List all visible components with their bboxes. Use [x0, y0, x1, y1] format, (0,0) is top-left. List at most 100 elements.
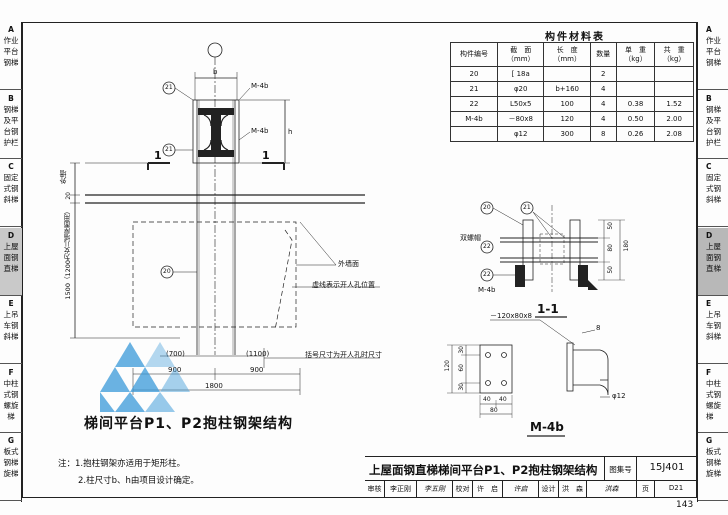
right-index-line: 钢梯: [706, 58, 721, 67]
dashed-note: 虚线表示开人孔位置: [312, 281, 375, 289]
materials-header-cell: 单 重 （kg）: [615, 42, 656, 67]
materials-cell: 0.38: [615, 96, 656, 112]
elevation-dim-b: b: [213, 68, 218, 76]
right-index-line: 上屋: [706, 241, 721, 251]
right-index-letter: C: [706, 162, 712, 171]
materials-cell: [543, 66, 591, 82]
elevation-callout-21b: 21: [165, 146, 173, 153]
section-dim-180: 180: [623, 240, 630, 252]
right-index-letter: G: [706, 436, 713, 445]
materials-cell: b+160: [543, 81, 591, 97]
left-index-line: 梯: [7, 411, 15, 421]
section-1-1-label: 1-1: [537, 302, 559, 316]
dim-900-right: 900: [250, 366, 264, 374]
left-index-letter: C: [8, 162, 14, 171]
left-index-letter: E: [8, 299, 14, 308]
right-index-line: 面钢: [706, 252, 721, 262]
materials-cell: 2.00: [654, 111, 694, 127]
dim-1500: 1500（1200为女儿墙屋面用）: [64, 208, 72, 300]
section-callout-22a: 22: [483, 243, 491, 250]
right-index-line: 板式: [706, 447, 721, 456]
m4b-dim-40a: 40: [483, 396, 491, 403]
m4b-dim-120: 120: [444, 360, 451, 372]
title-block-name: 上屋面钢直梯梯间平台P1、P2抱柱钢架结构: [365, 457, 605, 481]
signature-row: 审核 李正刚 李五刚 校对 许 启 许启 设计 洪 森 洪森 页 D21: [365, 481, 697, 497]
right-index-line: 作业: [706, 36, 721, 45]
materials-cell: 8: [589, 126, 617, 142]
reviewer: 李正刚: [385, 481, 417, 497]
elevation-callout-21a: 21: [165, 84, 173, 91]
right-index-line: 直梯: [706, 263, 721, 273]
materials-cell: 1.52: [654, 96, 694, 112]
materials-cell: 300: [543, 126, 591, 142]
left-index-line: 斜梯: [3, 195, 19, 204]
watermark-logo: [100, 342, 190, 412]
materials-cell: 4: [589, 96, 617, 112]
note-2: 2.柱尺寸b、h由项目设计确定。: [78, 476, 199, 486]
materials-table: 构件编号截 面 （mm）长 度 （mm）数量单 重 （kg）共 重 （kg） 2…: [450, 42, 694, 142]
materials-cell: [615, 81, 656, 97]
check-label: 校对: [453, 481, 473, 497]
left-index-line: 面钢: [3, 252, 19, 262]
materials-cell: －80x8: [496, 111, 545, 127]
left-index-line: 钢梯: [3, 104, 19, 114]
right-index-line: 钢梯: [706, 458, 721, 467]
materials-cell: 0.50: [615, 111, 656, 127]
atlas-label: 图集号: [605, 457, 637, 481]
left-index-line: 台钢: [3, 126, 19, 136]
left-index-letter: D: [7, 230, 15, 240]
section-m4b-label: M-4b: [478, 286, 496, 294]
materials-header-cell: 截 面 （mm）: [496, 42, 545, 67]
note-1: 1.抱柱钢架亦适用于矩形柱。: [75, 459, 186, 469]
left-index-line: 中柱: [3, 378, 19, 388]
materials-cell: 20: [450, 66, 498, 82]
page-number: 143: [676, 500, 694, 510]
materials-cell: 0.26: [615, 126, 656, 142]
m4b-dim-80: 80: [490, 407, 498, 414]
materials-cell: φ12: [496, 126, 545, 142]
materials-cell: M-4b: [450, 111, 498, 127]
m4b-detail-label: M-4b: [530, 420, 564, 434]
left-index-line: 车钢: [3, 321, 19, 330]
left-index-line: 上吊: [3, 310, 19, 319]
right-index-line: 上吊: [706, 310, 721, 319]
designer-signature: 洪森: [587, 481, 637, 497]
dim-900-left: 900: [168, 366, 181, 374]
left-index-letter: F: [8, 367, 14, 377]
detail-m4b-view: [447, 319, 610, 437]
materials-cell: 120: [543, 111, 591, 127]
materials-header-cell: 数量: [589, 42, 617, 67]
dim-20: 20: [65, 192, 72, 200]
materials-cell: 4: [589, 81, 617, 97]
materials-cell: 4: [589, 111, 617, 127]
elevation-m4b-mid: M-4b: [251, 127, 269, 135]
page-label: 页: [637, 481, 655, 497]
left-index-line: 直梯: [3, 263, 19, 273]
right-index-line: 及平: [706, 115, 721, 125]
left-index-line: 作业: [3, 36, 19, 45]
section-1-1-view: [480, 201, 625, 318]
right-index-letter: E: [706, 299, 712, 308]
right-index-letter: A: [706, 25, 712, 34]
right-index-line: 螺旋: [706, 400, 721, 410]
materials-header-cell: 构件编号: [450, 42, 498, 67]
